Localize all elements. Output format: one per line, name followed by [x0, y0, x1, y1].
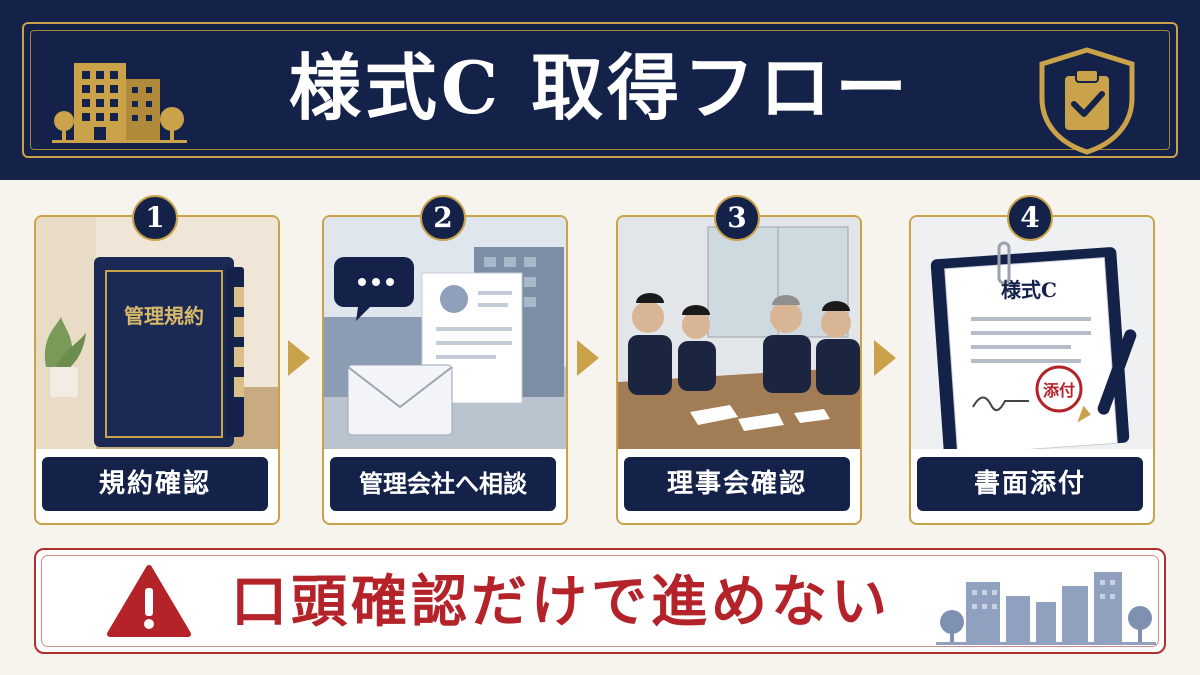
step-number: 2 [420, 195, 466, 241]
shield-clipboard-icon [1039, 47, 1135, 155]
document-title: 様式C [1001, 278, 1057, 302]
step-number: 4 [1007, 195, 1053, 241]
arrow-right-icon [874, 340, 896, 376]
step-number: 1 [132, 195, 178, 241]
building-icon [52, 63, 187, 143]
header-banner: 様式C 取得フロー [0, 0, 1200, 180]
step-label: 書面添付 [917, 457, 1143, 511]
stamp-text: 添付 [1043, 381, 1075, 400]
document-illustration: 様式C 添付 [911, 217, 1153, 449]
step-label: 規約確認 [42, 457, 268, 511]
step-number: 3 [714, 195, 760, 241]
step-1: 管理規約 1 規約確認 [34, 195, 280, 525]
header-frame [22, 22, 1178, 158]
page-title: 様式C 取得フロー [288, 45, 912, 130]
step-4: 様式C 添付 4 書面添付 [909, 195, 1155, 525]
consultation-illustration [324, 217, 566, 449]
city-skyline-icon [936, 572, 1156, 645]
step-2: 2 管理会社へ相談 [322, 195, 568, 525]
binder-title: 管理規約 [124, 304, 204, 328]
step-label: 理事会確認 [624, 457, 850, 511]
step-label: 管理会社へ相談 [330, 457, 556, 511]
warning-banner: 口頭確認だけで進めない [34, 548, 1166, 654]
arrow-right-icon [288, 340, 310, 376]
warning-triangle-icon [107, 565, 191, 637]
binder-illustration: 管理規約 [36, 217, 278, 449]
board-meeting-illustration [618, 217, 860, 449]
steps-row: 管理規約 1 規約確認 [0, 195, 1200, 535]
warning-text: 口頭確認だけで進めない [231, 569, 891, 635]
header-frame-inner [30, 30, 1170, 150]
step-3: 3 理事会確認 [616, 195, 862, 525]
arrow-right-icon [577, 340, 599, 376]
warning-frame [41, 555, 1159, 647]
